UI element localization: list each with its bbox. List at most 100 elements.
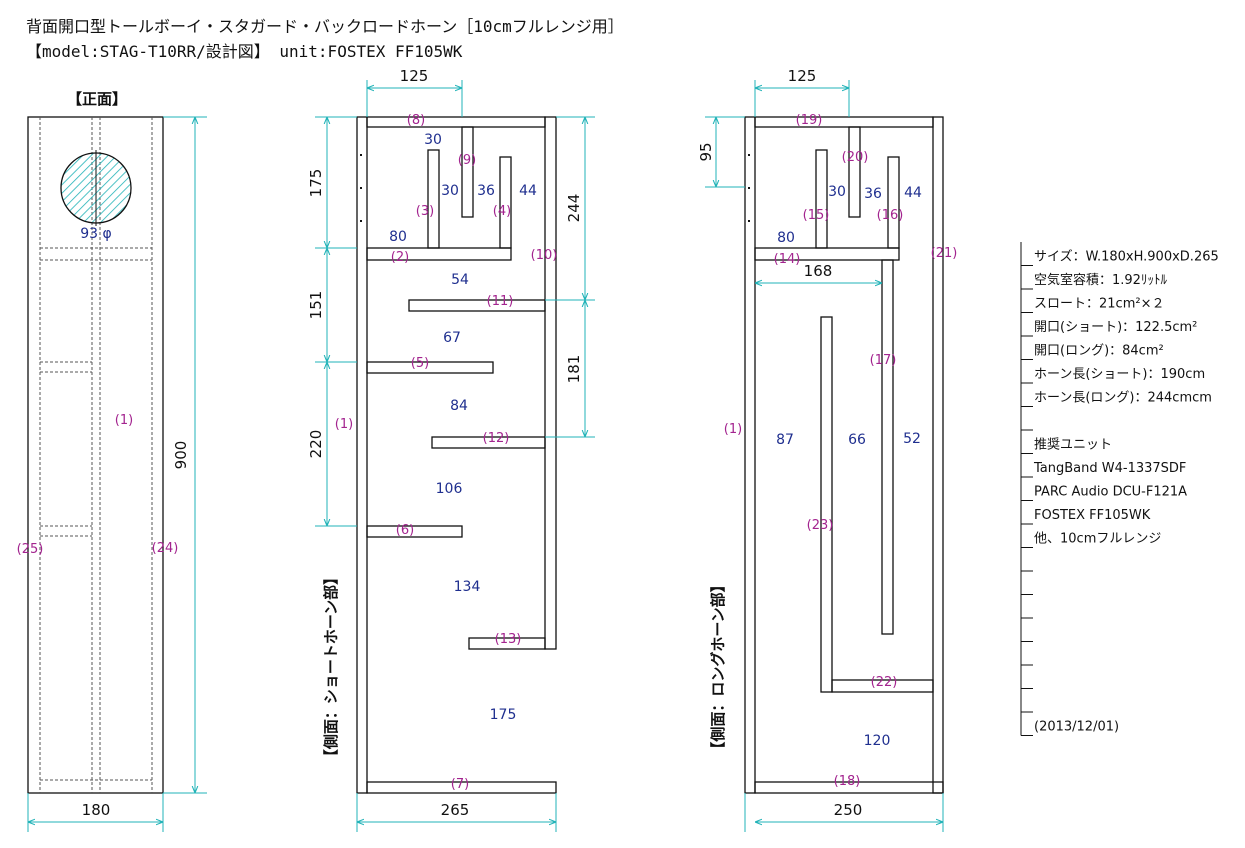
long-horn-dimensions	[705, 80, 944, 832]
area-label: 52	[903, 431, 921, 447]
front-baffle	[744, 116, 756, 794]
front-dimensions	[27, 116, 207, 832]
drawing-subtitle: 【model:STAG-T10RR/設計図】 unit:FOSTEX FF105…	[26, 42, 463, 61]
part-label: (24)	[152, 541, 179, 556]
top-board	[366, 116, 546, 128]
shelf-2	[366, 247, 512, 261]
shelf-5	[366, 361, 494, 374]
partition-4	[499, 156, 512, 249]
spec-line: TangBand W4-1337SDF	[1033, 461, 1186, 476]
long-horn-view-label: 【側面：ロングホーン部】	[709, 577, 727, 756]
back-board	[544, 116, 557, 650]
part-label: (8)	[407, 113, 425, 128]
spec-line: 開口(ショート)：122.5cm²	[1034, 320, 1197, 335]
spec-line: (2013/12/01)	[1034, 720, 1119, 735]
bottom-board	[754, 781, 944, 794]
shelf-11	[408, 299, 546, 312]
dim-label: 151	[307, 291, 325, 320]
short-horn-panels	[356, 116, 557, 794]
dim-label: 95	[697, 142, 715, 161]
long-horn-panels	[744, 116, 944, 794]
spec-line: ホーン長(ショート)：190cm	[1034, 367, 1205, 382]
partition-16	[887, 156, 900, 249]
area-label: 175	[490, 707, 517, 723]
area-label: 30	[441, 183, 459, 199]
short-horn-view-label: 【側面：ショートホーン部】	[322, 570, 340, 764]
part-label: (3)	[416, 204, 434, 219]
spec-line: 推奨ユニット	[1034, 438, 1112, 453]
shelf-22	[831, 679, 934, 693]
part-label: (1)	[115, 413, 133, 428]
part-label: (12)	[483, 431, 510, 446]
part-label: (2)	[391, 250, 409, 265]
shelf-12	[431, 436, 546, 449]
partition-15	[815, 149, 828, 249]
hole-diameter-label: 93 φ	[80, 226, 112, 242]
dim-label: 175	[307, 169, 325, 198]
front-panel-outline	[27, 116, 164, 794]
dim-label: 181	[565, 355, 583, 384]
dim-label: 900	[172, 441, 190, 470]
dim-label: 265	[441, 801, 470, 819]
area-label: 36	[477, 183, 495, 199]
part-label: (1)	[335, 417, 353, 432]
part-label: (1)	[724, 422, 742, 437]
spec-line: FOSTEX FF105WK	[1034, 508, 1151, 523]
area-label: 36	[864, 186, 882, 202]
part-label: (14)	[774, 252, 801, 267]
area-label: 106	[436, 481, 463, 497]
front-baffle	[356, 116, 368, 794]
area-label: 44	[904, 185, 922, 201]
part-label: (18)	[834, 774, 861, 789]
dim-label: 220	[307, 430, 325, 459]
area-label: 80	[389, 229, 407, 245]
partition-17	[881, 259, 894, 635]
partition-9	[461, 126, 474, 218]
short-horn-view: 125 175 151 220 244 181 265 (8) (9) (3) …	[307, 67, 595, 832]
spec-line: 開口(ロング)：84cm²	[1034, 344, 1164, 359]
partition-3	[427, 149, 440, 249]
area-label: 66	[848, 432, 866, 448]
spec-notes: サイズ：W.180xH.900xD.265空気室容積：1.92ﾘｯﾄﾙスロート：…	[1020, 242, 1219, 736]
area-label: 87	[776, 432, 794, 448]
shelf-13	[468, 637, 546, 650]
part-label: (22)	[871, 675, 898, 690]
screw-marks	[360, 154, 362, 222]
area-label: 134	[454, 579, 481, 595]
part-label: (17)	[870, 353, 897, 368]
dim-label: 180	[82, 801, 111, 819]
part-label: (6)	[396, 523, 414, 538]
part-label: (9)	[458, 153, 476, 168]
dim-label: 250	[834, 801, 863, 819]
partition-20	[848, 126, 861, 218]
area-label: 120	[864, 733, 891, 749]
spec-line: 空気室容積：1.92ﾘｯﾄﾙ	[1034, 272, 1167, 288]
bottom-board	[366, 781, 557, 794]
dim-label: 244	[565, 194, 583, 223]
area-label: 30	[424, 132, 442, 148]
area-label: 80	[777, 230, 795, 246]
part-label: (5)	[411, 356, 429, 371]
area-label: 44	[519, 183, 537, 199]
area-label: 30	[828, 184, 846, 200]
long-horn-view: 125 95 168 250 (19) (20) (15) (16) (14) …	[697, 67, 957, 832]
front-hidden-lines	[39, 117, 153, 793]
part-label: (15)	[803, 208, 830, 223]
part-label: (10)	[531, 248, 558, 263]
drawing-title: 背面開口型トールボーイ・スタガード・バックロードホーン［10cmフルレンジ用］	[26, 17, 624, 36]
front-view: 【正面】 93 φ (1) (25) (24) 90	[17, 90, 207, 832]
top-board	[754, 116, 934, 128]
part-label: (16)	[877, 208, 904, 223]
spec-line: PARC Audio DCU-F121A	[1034, 485, 1187, 500]
front-view-label: 【正面】	[67, 90, 127, 108]
area-label: 54	[451, 272, 469, 288]
part-label: (23)	[807, 518, 834, 533]
dim-label: 125	[788, 67, 817, 85]
dim-label: 125	[400, 67, 429, 85]
spec-line: サイズ：W.180xH.900xD.265	[1034, 249, 1219, 265]
shelf-6	[366, 525, 463, 538]
dim-label: 168	[804, 262, 833, 280]
back-board	[932, 116, 944, 794]
part-label: (11)	[487, 294, 514, 309]
